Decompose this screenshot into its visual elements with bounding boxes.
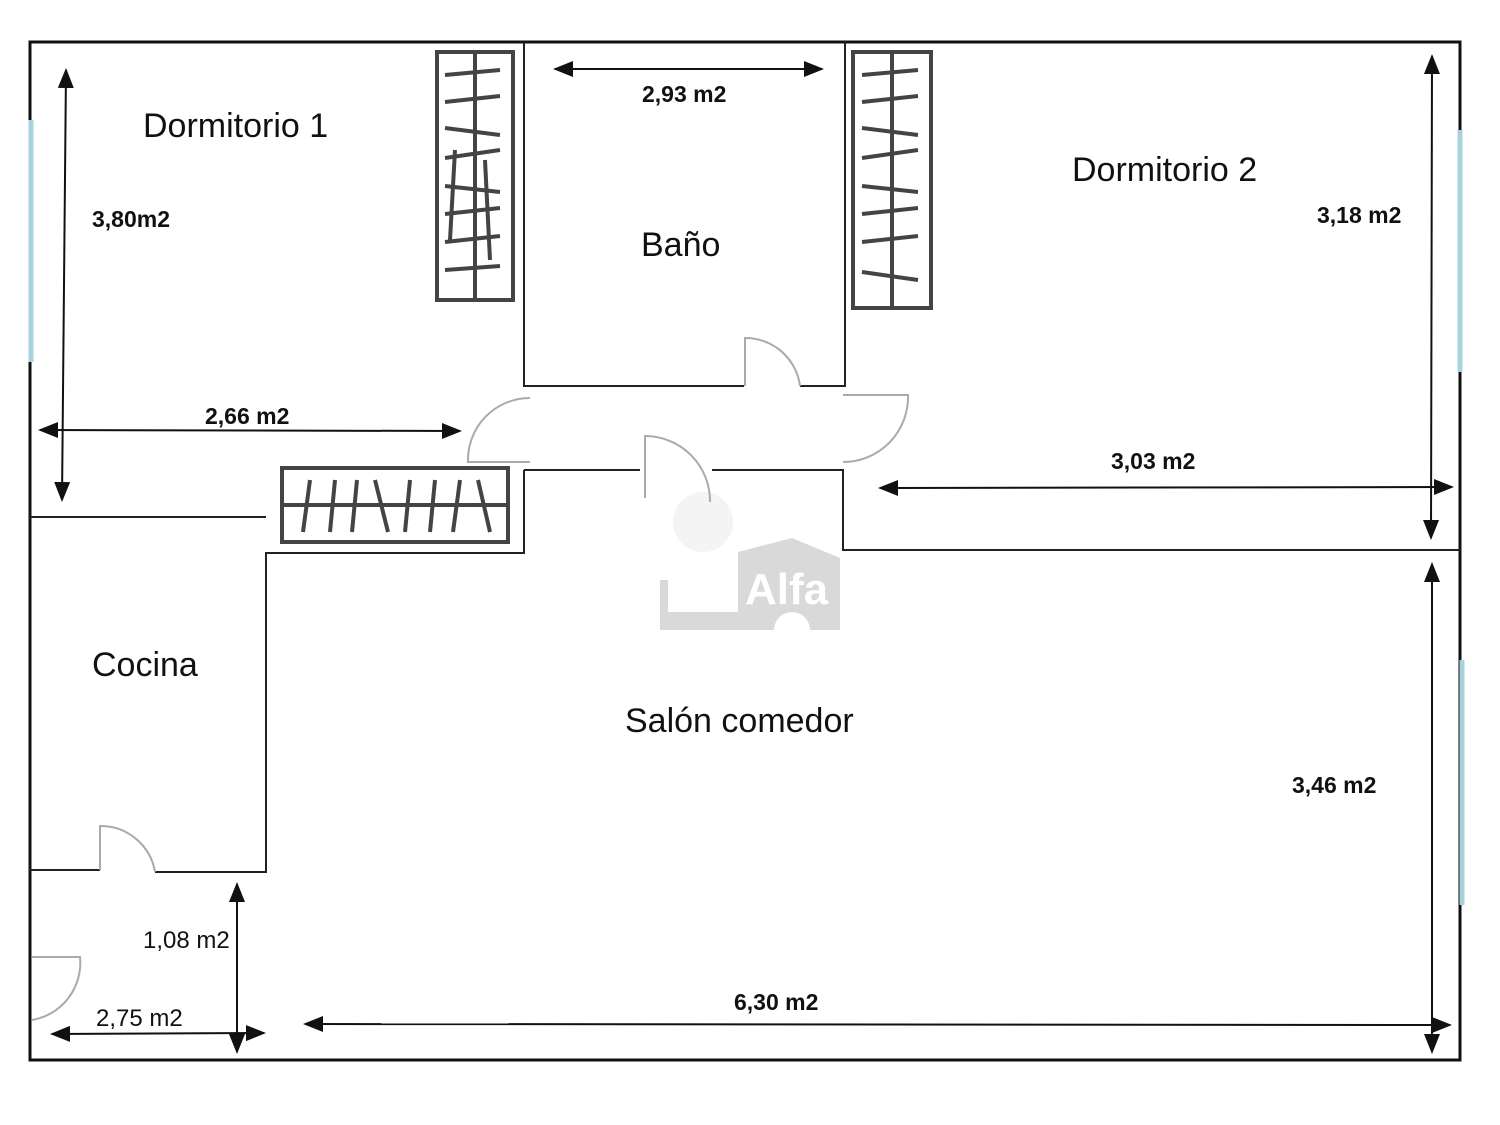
dimension-label: 1,08 m2 xyxy=(143,927,230,954)
closet-dormitorio-1 xyxy=(435,50,515,302)
dimension-label: 3,80m2 xyxy=(92,206,170,232)
dimension-label: 3,46 m2 xyxy=(1292,772,1376,798)
dimension-label: 2,66 m2 xyxy=(205,403,289,429)
dimension-arrows xyxy=(38,54,1454,1054)
room-label-dormitorio-2: Dormitorio 2 xyxy=(1072,151,1257,189)
room-label-salon: Salón comedor xyxy=(625,702,854,740)
room-label-dormitorio-1: Dormitorio 1 xyxy=(143,107,328,145)
doors xyxy=(31,336,910,1021)
dimension-label: 6,30 m2 xyxy=(734,989,818,1015)
windows xyxy=(28,120,1465,905)
dimension-label: 3,03 m2 xyxy=(1111,448,1195,474)
closet-dormitorio-2 xyxy=(851,50,933,310)
dimension-label: 3,18 m2 xyxy=(1317,202,1401,228)
closet-hall xyxy=(280,466,510,544)
room-label-bano: Baño xyxy=(641,226,720,264)
watermark-text: Alfa xyxy=(745,565,829,614)
dimension-label: 2,75 m2 xyxy=(96,1005,183,1032)
interior-walls xyxy=(30,42,1460,873)
dimension-label: 2,93 m2 xyxy=(642,81,726,107)
alfa-watermark-logo: Alfa xyxy=(660,492,840,630)
room-label-cocina: Cocina xyxy=(92,646,198,684)
